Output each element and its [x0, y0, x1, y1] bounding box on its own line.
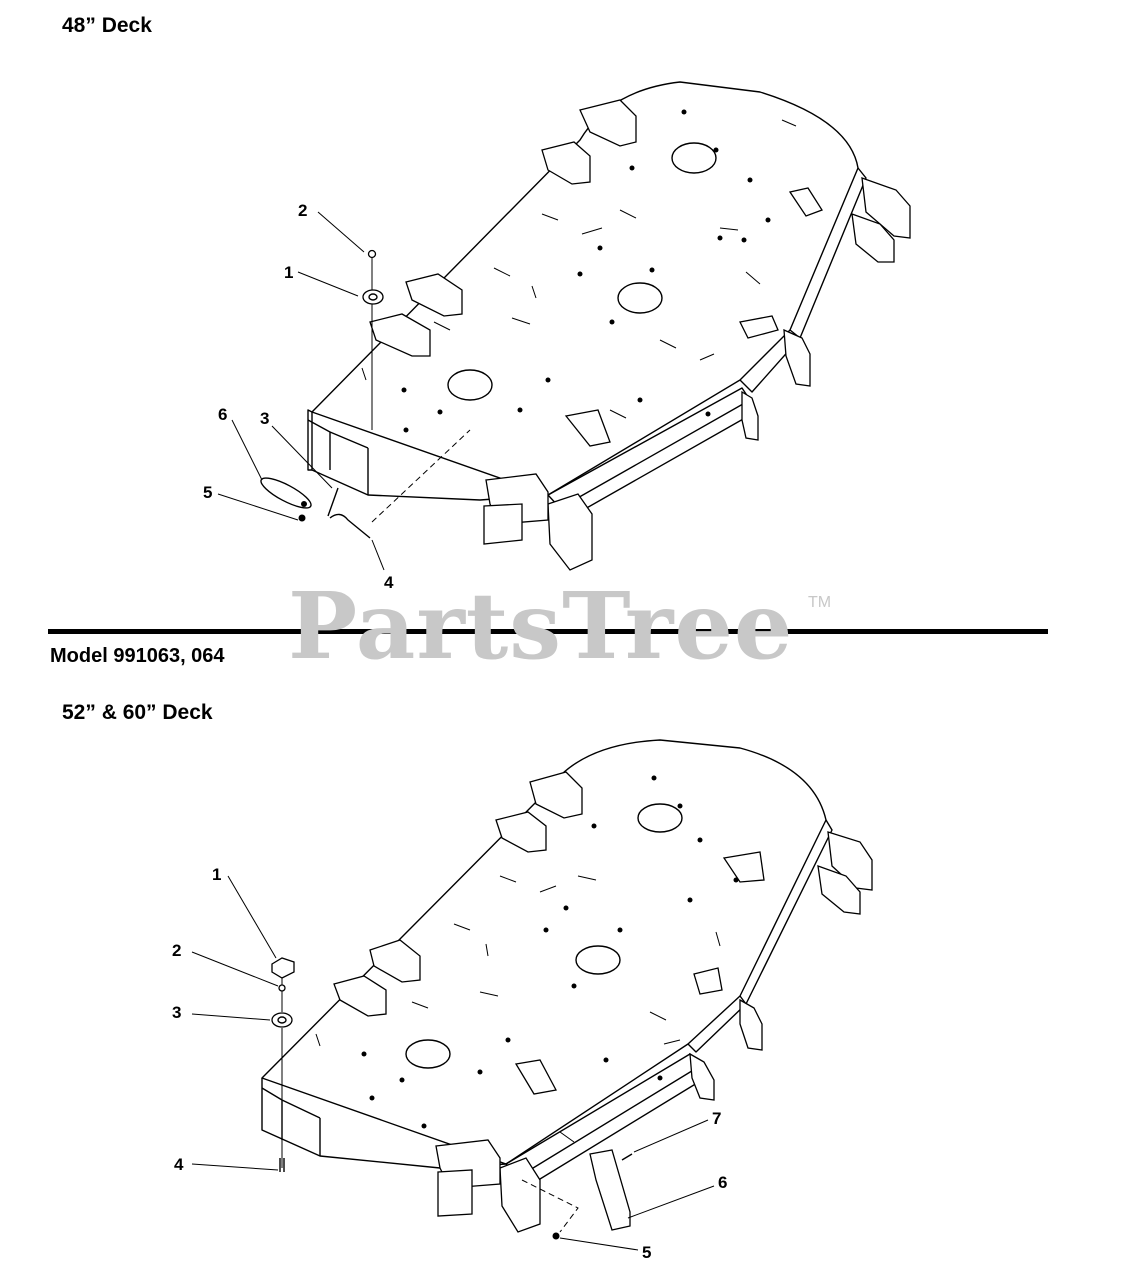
- mount-bracket: [405, 273, 463, 317]
- washer: [278, 984, 286, 992]
- gauge-bracket: [514, 1059, 557, 1095]
- mount-bracket: [739, 998, 763, 1051]
- mount-bracket: [741, 390, 759, 441]
- mount-bracket: [529, 771, 583, 819]
- deck-52-60-assembly: [191, 739, 873, 1251]
- nut: [552, 1232, 560, 1240]
- nut: [367, 249, 377, 259]
- callout-bottom-3: 3: [172, 1003, 181, 1022]
- gauge-bracket: [693, 967, 723, 995]
- spindle-opening: [671, 142, 717, 174]
- gauge-bracket: [739, 315, 779, 339]
- callout-top-5: 5: [203, 483, 212, 502]
- callout-top-1: 1: [284, 263, 293, 282]
- mount-bracket: [827, 831, 873, 891]
- hairpin-clip: [260, 477, 312, 509]
- idler-pulley: [271, 1012, 293, 1028]
- deck-48-front-rail: [547, 387, 751, 509]
- watermark-logo: PartsTree: [288, 572, 794, 680]
- callout-bottom-7: 7: [712, 1109, 721, 1128]
- callout-bottom-6: 6: [718, 1173, 727, 1192]
- front-block: [437, 1169, 473, 1217]
- washer: [298, 514, 306, 522]
- bolt: [327, 487, 339, 517]
- spindle-opening: [447, 369, 493, 401]
- deck-48-assembly: [217, 81, 911, 571]
- callout-bottom-2: 2: [172, 941, 181, 960]
- mount-bracket: [689, 1052, 715, 1101]
- mount-bracket: [851, 213, 895, 263]
- watermark-tm: TM: [808, 594, 832, 611]
- callout-top-3: 3: [260, 409, 269, 428]
- bottom-deck-heading: 52” & 60” Deck: [62, 701, 213, 724]
- mount-bracket: [541, 141, 591, 185]
- lock-nut: [271, 957, 295, 979]
- idler-pulley: [362, 289, 384, 305]
- anti-scalp-bracket: [589, 1149, 631, 1231]
- mount-bracket: [499, 1157, 541, 1233]
- top-deck-heading: 48” Deck: [62, 14, 152, 37]
- gauge-bracket: [564, 409, 611, 447]
- gauge-bracket: [788, 187, 823, 217]
- callout-top-6: 6: [218, 405, 227, 424]
- deck-52-top-outline: [261, 739, 827, 1165]
- mount-bracket: [495, 811, 547, 853]
- front-block: [483, 503, 523, 545]
- callout-bottom-1: 1: [212, 865, 221, 884]
- mount-bracket: [333, 975, 387, 1017]
- callout-bottom-4: 4: [174, 1155, 184, 1174]
- assembly-dashed-line: [521, 1179, 579, 1233]
- spindle-opening: [617, 282, 663, 314]
- mount-bracket: [861, 177, 911, 239]
- spindle-opening: [637, 803, 683, 833]
- mount-bracket: [579, 99, 637, 147]
- callout-top-2: 2: [298, 201, 307, 220]
- section-divider: [48, 629, 1048, 634]
- mount-bracket: [369, 313, 431, 357]
- mount-bracket: [369, 939, 421, 983]
- model-heading: Model 991063, 064: [50, 645, 225, 667]
- carriage-bolt: [621, 1153, 633, 1161]
- gauge-bracket: [722, 851, 765, 883]
- mount-bracket: [783, 328, 811, 387]
- bolt: [279, 1158, 285, 1172]
- mount-bracket: [817, 865, 861, 915]
- spindle-opening: [575, 945, 621, 975]
- assembly-dashed-line: [371, 429, 471, 523]
- spindle-opening: [405, 1039, 451, 1069]
- callout-top-4: 4: [384, 573, 394, 592]
- callout-bottom-5: 5: [642, 1243, 651, 1262]
- clevis-pin: [329, 513, 371, 539]
- mount-bracket: [547, 493, 593, 571]
